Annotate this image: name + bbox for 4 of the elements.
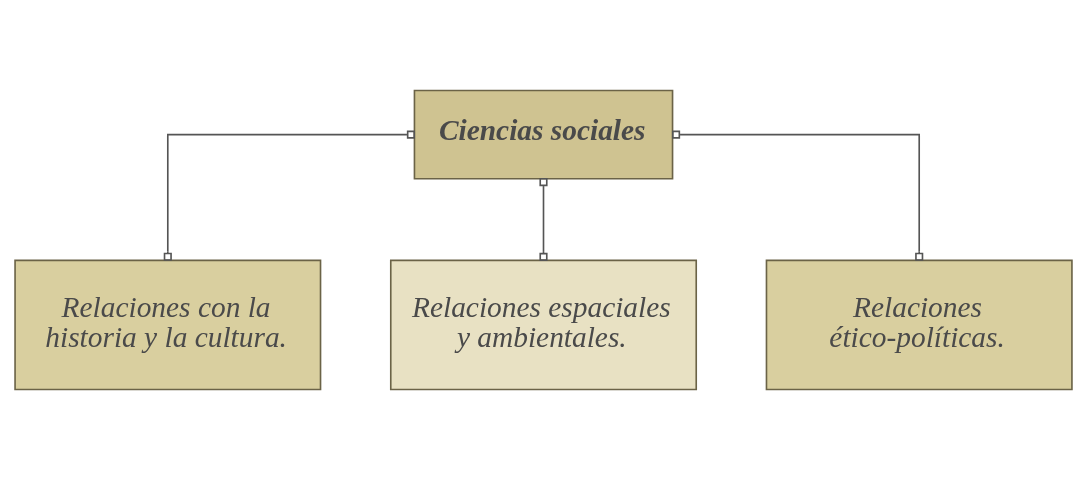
node-box: Relaciones con la historia y la cultura.: [14, 259, 322, 390]
node-box: Relaciones espaciales y ambientales.: [389, 259, 698, 390]
node-box: Relaciones ético-políticas.: [765, 259, 1073, 390]
node-box: Ciencias sociales: [413, 89, 674, 180]
